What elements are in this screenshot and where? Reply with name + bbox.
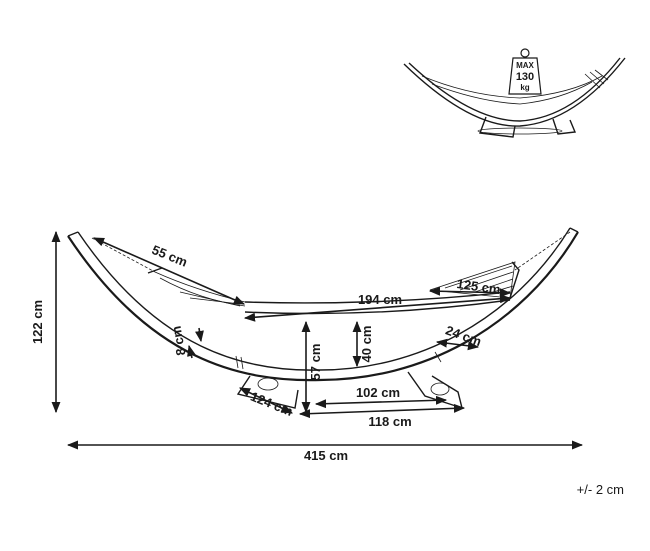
weight-unit: kg — [520, 83, 529, 92]
label-outer-span: 118 cm — [368, 414, 411, 429]
label-bed-length: 194 cm — [358, 292, 402, 307]
label-total-length: 415 cm — [304, 448, 348, 463]
tolerance-note: +/- 2 cm — [577, 482, 624, 497]
weight-value: 130 — [516, 71, 534, 83]
label-frame-height: 122 cm — [30, 300, 45, 344]
dimension-lines — [51, 230, 584, 450]
hammock-frame — [67, 227, 579, 410]
hammock-bed — [91, 231, 571, 315]
weight-max-label: MAX — [516, 61, 534, 70]
thumbnail-hammock — [403, 57, 626, 138]
label-bed-height: 40 cm — [359, 326, 374, 363]
label-beam: 8 cm — [169, 325, 189, 357]
label-base-length: 124 cm — [248, 389, 295, 419]
weight-icon: MAX 130 kg — [508, 48, 542, 95]
label-inner-span: 102 cm — [356, 385, 400, 400]
label-spreader: 125 cm — [456, 276, 502, 297]
dimension-labels: 55 cm 194 cm 125 cm 122 cm 8 cm 40 cm 57… — [30, 242, 624, 497]
label-mid-height: 57 cm — [308, 344, 323, 381]
